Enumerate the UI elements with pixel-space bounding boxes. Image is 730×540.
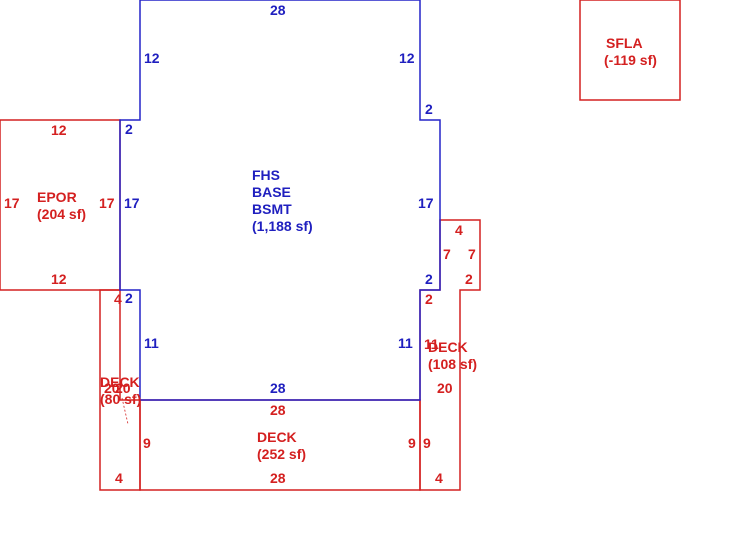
- main-dim-left-mid: 17: [124, 195, 140, 211]
- deck-right-name: DECK: [428, 339, 468, 355]
- epor-dim-bottom: 12: [51, 271, 67, 287]
- main-dim-lower-left: 11: [144, 335, 159, 351]
- main-area-label-4: (1,188 sf): [252, 218, 313, 234]
- main-dim-right-mid: 17: [418, 195, 434, 211]
- sfla-area: (-119 sf): [604, 52, 657, 68]
- main-dim-right-step-top: 2: [425, 101, 433, 117]
- main-dim-upper-left: 12: [144, 50, 160, 66]
- main-dim-left-step-bottom: 2: [125, 290, 133, 306]
- epor-dim-left: 17: [4, 195, 20, 211]
- deck-right-dim-outer: 7: [468, 246, 476, 262]
- deck-left-dim-inner: 20: [115, 380, 131, 396]
- deck-bottom-area: (252 sf): [257, 446, 306, 462]
- deck-right-area: (108 sf): [428, 356, 477, 372]
- main-area-outline: [119, 0, 441, 401]
- deck-right-dim-top: 4: [455, 222, 463, 238]
- deck-right-dim-bottom: 4: [435, 470, 443, 486]
- deck-right-dim-step: 2: [465, 271, 473, 287]
- deck-bottom-dim-right-outer: 9: [423, 435, 431, 451]
- epor-dim-right: 17: [99, 195, 115, 211]
- main-dim-bottom: 28: [270, 380, 286, 396]
- deck-left-name: DECK: [100, 374, 140, 390]
- epor-name: EPOR: [37, 189, 77, 205]
- deck-left-dim-side: 20: [104, 380, 120, 396]
- sfla-name: SFLA: [606, 35, 643, 51]
- deck-bottom-dim-top: 28: [270, 402, 286, 418]
- main-area-label-2: BASE: [252, 184, 291, 200]
- deck-bottom-dim-bottom: 28: [270, 470, 286, 486]
- main-dim-right-step-bottom: 2: [425, 271, 433, 287]
- deck-bottom-dim-left: 9: [143, 435, 151, 451]
- main-area-label-1: FHS: [252, 167, 280, 183]
- deck-left-dim-top: 4: [114, 291, 122, 307]
- sfla-outline: [579, 0, 681, 101]
- deck-left-area: (80 sf): [100, 391, 141, 407]
- main-area-label-3: BSMT: [252, 201, 292, 217]
- epor-area: (204 sf): [37, 206, 86, 222]
- deck-bottom-dim-right: 9: [408, 435, 416, 451]
- main-dim-upper-right: 12: [399, 50, 415, 66]
- deck-left-dim-bottom: 4: [115, 470, 123, 486]
- deck-right-dim-inner-step-bottom: 2: [425, 291, 433, 307]
- deck-bottom-name: DECK: [257, 429, 297, 445]
- main-dim-left-step: 2: [125, 121, 133, 137]
- epor-dim-top: 12: [51, 122, 67, 138]
- deck-right-dim-inner-step: 7: [443, 246, 451, 262]
- deck-left-leader-line: [121, 397, 129, 425]
- deck-right-dim-inner: 11: [424, 336, 439, 352]
- deck-right-dim-side: 20: [437, 380, 453, 396]
- main-dim-lower-right: 11: [398, 335, 413, 351]
- main-dim-top: 28: [270, 2, 286, 18]
